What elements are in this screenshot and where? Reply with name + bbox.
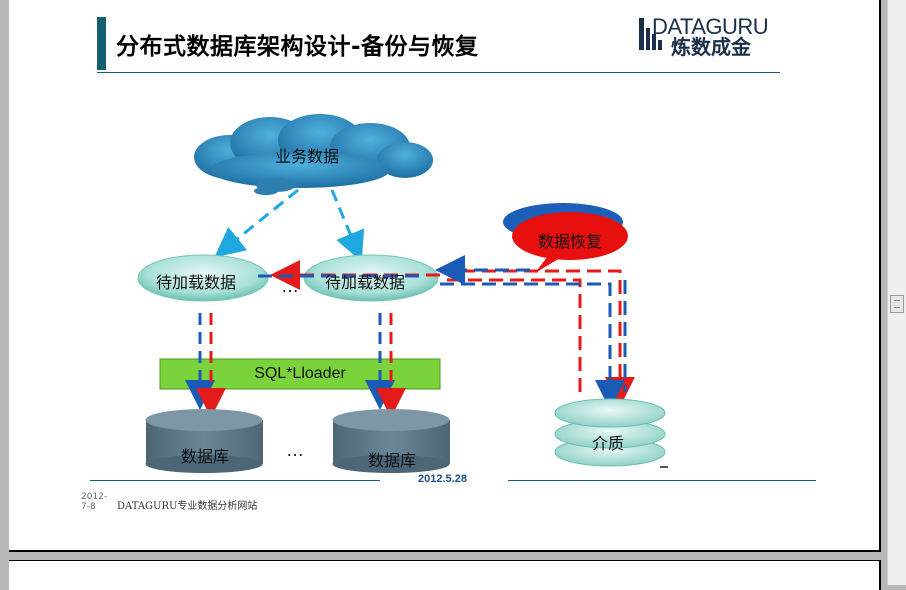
backup-red-path bbox=[440, 269, 635, 407]
slide-title: 分布式数据库架构设计-备份与恢复 bbox=[116, 34, 479, 60]
database-left-shape bbox=[145, 409, 263, 473]
scrollbar-thumb[interactable] bbox=[890, 295, 904, 313]
footer-site: DATAGURU专业数据分析网站 bbox=[117, 501, 258, 512]
db-left-label: 数据库 bbox=[181, 447, 230, 466]
db-ellipsis: … bbox=[286, 440, 306, 460]
title-underline bbox=[97, 72, 780, 73]
restore-label: 数据恢复 bbox=[538, 232, 603, 251]
backup-blue-path bbox=[440, 282, 625, 410]
logo-chinese: 炼数成金 bbox=[671, 35, 751, 59]
cloud-to-staging-left-arrow bbox=[214, 188, 299, 258]
sql-loader-label: SQL*Lloader bbox=[254, 365, 346, 382]
title-accent-bar bbox=[97, 17, 106, 70]
footer-date: 2012.5.28 bbox=[418, 473, 467, 485]
business-data-cloud bbox=[194, 114, 433, 195]
footer-rule-right bbox=[508, 480, 816, 481]
dataguru-logo: DATAGURU 炼数成金 bbox=[638, 14, 788, 59]
db-right-label: 数据库 bbox=[368, 451, 417, 470]
staging-right-label: 待加载数据 bbox=[325, 273, 406, 292]
cloud-label: 业务数据 bbox=[275, 147, 340, 166]
staging-left-shape bbox=[137, 254, 269, 302]
cloud-to-staging-right-arrow bbox=[330, 189, 365, 262]
logo-mark-icon bbox=[639, 18, 662, 50]
footer-date-small: 2012-7-8 bbox=[81, 492, 108, 512]
database-right-shape bbox=[332, 409, 450, 473]
staging-left-label: 待加载数据 bbox=[156, 273, 237, 292]
media-label: 介质 bbox=[592, 434, 625, 453]
media-stack-shape bbox=[554, 398, 666, 467]
staging-ellipsis: … bbox=[281, 276, 301, 296]
logo-wordmark: DATAGURU bbox=[652, 14, 769, 39]
vertical-scrollbar[interactable] bbox=[887, 0, 906, 585]
restore-bubble-shape bbox=[503, 203, 628, 273]
footer-rule-left bbox=[90, 480, 380, 481]
restore-red-path bbox=[440, 278, 582, 392]
